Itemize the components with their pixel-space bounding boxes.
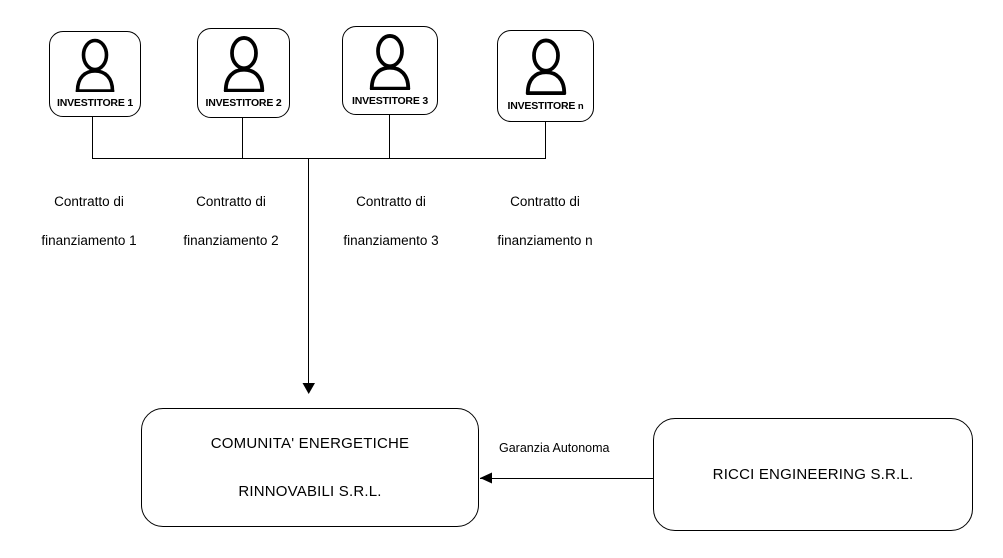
connector-drop-n: [545, 122, 547, 159]
investor-label-n: INVESTITORE n: [507, 100, 584, 112]
contract-label-1-line1: Contratto di: [54, 193, 124, 209]
connector-main-trunk: [308, 158, 310, 387]
contract-label-n-line2: finanziamento n: [497, 232, 593, 248]
contract-label-2-line1: Contratto di: [196, 193, 266, 209]
contract-label-2: Contratto di finanziamento 2: [150, 172, 312, 270]
entity-guarantor-text: RICCI ENGINEERING S.R.L.: [713, 439, 914, 511]
entity-guarantor-line1: RICCI ENGINEERING S.R.L.: [712, 465, 914, 483]
guarantee-arrow-line: [480, 477, 653, 479]
investor-card-n[interactable]: INVESTITORE n: [497, 30, 594, 122]
contract-label-n-line1: Contratto di: [510, 193, 580, 209]
investor-card-2[interactable]: INVESTITORE 2: [197, 28, 290, 118]
connector-drop-1: [92, 117, 94, 159]
entity-community-text: COMUNITA' ENERGETICHE RINNOVABILI S.R.L.: [211, 408, 409, 528]
contract-label-n: Contratto di finanziamento n: [464, 172, 626, 270]
entity-community-line1: COMUNITA' ENERGETICHE: [210, 434, 410, 452]
investor-card-3[interactable]: INVESTITORE 3: [342, 26, 438, 115]
investor-label-2: INVESTITORE 2: [205, 97, 282, 109]
investor-label-3: INVESTITORE 3: [352, 95, 428, 107]
connector-drop-3: [389, 115, 391, 159]
connector-drop-2: [242, 118, 244, 159]
investor-label-1: INVESTITORE 1: [57, 97, 133, 109]
contract-label-3: Contratto di finanziamento 3: [310, 172, 472, 270]
person-icon: [522, 37, 570, 100]
contract-label-2-line2: finanziamento 2: [183, 232, 279, 248]
contract-label-1: Contratto di finanziamento 1: [8, 172, 170, 270]
contract-label-1-line2: finanziamento 1: [41, 232, 137, 248]
guarantee-arrow-label: Garanzia Autonoma: [499, 441, 610, 455]
contract-label-3-line2: finanziamento 3: [343, 232, 439, 248]
contract-label-3-line1: Contratto di: [356, 193, 426, 209]
person-icon: [366, 33, 414, 95]
person-icon: [220, 35, 268, 97]
investor-card-1[interactable]: INVESTITORE 1: [49, 31, 141, 117]
connector-bus: [92, 158, 546, 160]
entity-community-line2: RINNOVABILI S.R.L.: [238, 482, 382, 500]
entity-box-guarantor[interactable]: RICCI ENGINEERING S.R.L.: [653, 418, 973, 531]
person-icon: [72, 38, 118, 97]
entity-box-community[interactable]: COMUNITA' ENERGETICHE RINNOVABILI S.R.L.: [141, 408, 479, 527]
